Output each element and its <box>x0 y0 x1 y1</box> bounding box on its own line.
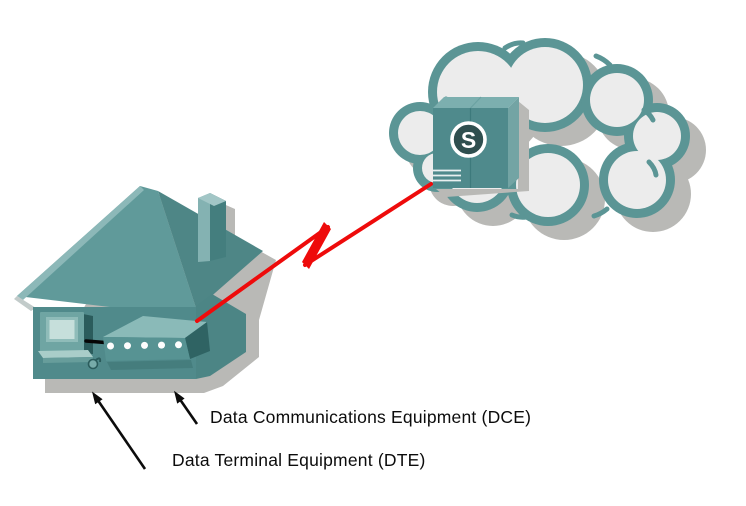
switch-letter: S <box>461 127 476 153</box>
dce-arrow-line <box>177 397 199 425</box>
dte-dce-cable <box>84 339 107 345</box>
wan-link-upper-segment <box>303 182 433 267</box>
chimney-right-face <box>210 193 226 261</box>
modem-icon <box>103 316 210 370</box>
switch-vents <box>433 169 461 182</box>
dce-arrowhead <box>174 390 185 404</box>
mouse-icon <box>87 358 99 370</box>
callout-arrowheads <box>92 390 185 405</box>
monitor-screen-inner <box>49 320 75 339</box>
switch-emblem-ring <box>450 121 487 158</box>
switch-top-seam <box>470 96 482 109</box>
dte-arrow-line <box>95 398 147 470</box>
wan-link-lightning-icon <box>195 182 433 323</box>
keyboard-top <box>38 350 93 358</box>
switch-shadow <box>436 101 529 197</box>
keyboard-front <box>43 357 93 363</box>
roof-eave-underside <box>14 296 36 311</box>
mouse-cable <box>95 357 102 363</box>
roof-front-face <box>17 186 196 308</box>
wan-link-bolt-stroke <box>302 222 331 269</box>
house-right-wall <box>196 294 246 379</box>
modem-front-face <box>103 337 190 361</box>
monitor-shadow <box>83 314 93 354</box>
computer-icon <box>38 312 102 370</box>
chimney-top-face <box>198 193 226 206</box>
modem-leds <box>107 341 182 350</box>
wan-link-lower-segment <box>195 225 330 323</box>
modem-top-face <box>103 316 207 338</box>
dte-arrowhead <box>92 391 103 405</box>
modem-under-shadow <box>107 360 193 370</box>
modem-right-face <box>185 322 210 359</box>
switch-icon: S <box>433 96 529 197</box>
dte-label: Data Terminal Equipment (DTE) <box>172 450 425 470</box>
chimney-left-face <box>198 193 210 262</box>
switch-right-face <box>508 97 519 188</box>
dce-label: Data Communications Equipment (DCE) <box>210 407 531 427</box>
roof-ridge-highlight <box>17 186 144 300</box>
callout-arrows <box>95 397 199 470</box>
labels: Data Communications Equipment (DCE) Data… <box>172 407 531 470</box>
